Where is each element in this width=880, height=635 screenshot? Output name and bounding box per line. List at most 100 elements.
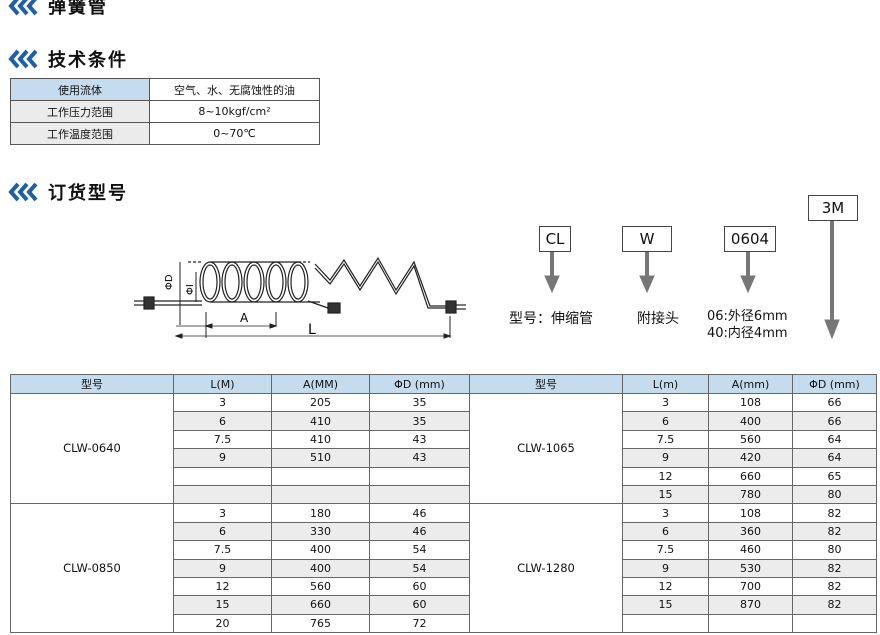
table-cell [622,613,709,634]
table-cell: 3 [173,392,272,413]
table-cell: 9 [622,448,709,468]
table-row: CLW-0640 3 205 35 CLW-1065 3 108 66 [10,392,877,505]
section-title: 技术条件 [48,50,128,71]
order-label-model: 型号：伸缩管 [509,311,593,327]
spec-label: 使用流体 [10,78,150,101]
order-label-size-1: 06:外径6mm [707,309,788,324]
table-cell: 82 [792,521,877,542]
table-row: 7.5 410 43 7.5 560 64 [11,429,877,450]
table-cell: 3 [173,503,272,523]
table-cell: 43 [369,429,470,450]
table-cell: 108 [708,503,793,523]
column-header: ΦD (mm) [792,374,877,394]
table-cell: 330 [271,521,370,542]
table-cell: 12 [622,576,709,597]
table-cell: 765 [271,613,370,634]
table-cell: 35 [369,392,470,413]
column-header: 型号 [10,374,174,394]
table-cell: 66 [792,392,877,413]
table-cell: 82 [792,576,877,597]
table-cell: 400 [271,558,370,578]
table-cell [708,613,793,634]
table-cell: 80 [792,540,877,560]
table-cell: 60 [369,595,470,615]
column-header: A(MM) [271,374,370,394]
table-cell: 560 [271,576,370,597]
table-cell: 400 [708,411,793,431]
spec-row: 工作温度范围 0~70℃ [10,122,320,145]
coil-tube-diagram: ΦD ΦI A L [134,256,466,339]
table-cell: 15 [622,595,709,615]
column-header: L(M) [173,374,272,394]
table-cell: 60 [369,576,470,597]
column-header: ΦD (mm) [369,374,470,394]
table-row: 15 780 80 [11,484,877,505]
spec-value: 0~70℃ [149,122,320,145]
table-cell: 205 [271,392,370,413]
table-cell: 700 [708,576,793,597]
spec-row: 使用流体 空气、水、无腐蚀性的油 [10,78,320,101]
table-cell: 460 [708,540,793,560]
table-cell: 660 [271,595,370,615]
table-cell: 72 [369,613,470,634]
table-cell: 410 [271,429,370,450]
column-header: 型号 [469,374,623,394]
table-row: 12 560 60 12 700 82 [11,576,877,597]
table-cell: 80 [792,484,877,505]
triple-chevron-icon [8,182,38,202]
table-cell: 870 [708,595,793,615]
dimension-a-label: A [240,311,249,325]
table-cell: 65 [792,466,877,486]
section-title: 弹簧管 [48,0,108,18]
triple-chevron-icon [8,49,38,69]
table-cell: 530 [708,558,793,578]
table-cell: 66 [792,411,877,431]
table-cell: 3 [622,503,709,523]
table-cell: 9 [622,558,709,578]
table-cell: 3 [622,392,709,413]
section-heading-specs: 技术条件 [8,47,128,71]
model-name: CLW-1280 [469,503,623,634]
triple-chevron-icon [8,0,38,16]
table-row: 6 410 35 6 400 66 [11,411,877,431]
table-cell: 54 [369,540,470,560]
model-name: CLW-0640 [10,392,174,505]
diameter-i-label: ΦI [185,284,196,295]
spec-label: 工作温度范围 [10,122,150,145]
table-cell [173,466,272,486]
table-cell: 82 [792,558,877,578]
models-table: 型号 L(M) A(MM) ΦD (mm) 型号 L(m) A(mm) ΦD (… [10,374,877,634]
table-cell: 15 [622,484,709,505]
table-cell [173,484,272,505]
table-row: 6 330 46 6 360 82 [11,521,877,542]
table-cell: 46 [369,503,470,523]
table-cell: 12 [622,466,709,486]
dimension-l-label: L [308,322,316,338]
table-cell: 6 [173,521,272,542]
table-cell: 780 [708,484,793,505]
table-cell: 64 [792,448,877,468]
order-code-arrows [544,221,840,340]
table-cell: 108 [708,392,793,413]
spec-value: 8~10kgf/cm² [149,100,320,123]
table-cell: 420 [708,448,793,468]
order-code-box-size: 0604 [724,226,776,252]
order-code-box-w: W [622,226,672,252]
table-row: 15 660 60 15 870 82 [11,595,877,615]
table-header-row: 型号 L(M) A(MM) ΦD (mm) 型号 L(m) A(mm) ΦD (… [10,374,877,394]
table-cell: 35 [369,411,470,431]
table-cell: 510 [271,448,370,468]
diameter-d-label: ΦD [164,274,175,290]
table-cell: 7.5 [173,429,272,450]
table-cell: 20 [173,613,272,634]
table-cell: 9 [173,448,272,468]
section-heading-spring-tube: 弹簧管 [8,0,108,18]
table-cell: 560 [708,429,793,450]
table-cell: 64 [792,429,877,450]
table-cell: 360 [708,521,793,542]
table-cell: 46 [369,521,470,542]
table-cell: 6 [622,521,709,542]
table-cell: 82 [792,503,877,523]
order-code-box-cl: CL [539,226,571,252]
table-cell [369,484,470,505]
